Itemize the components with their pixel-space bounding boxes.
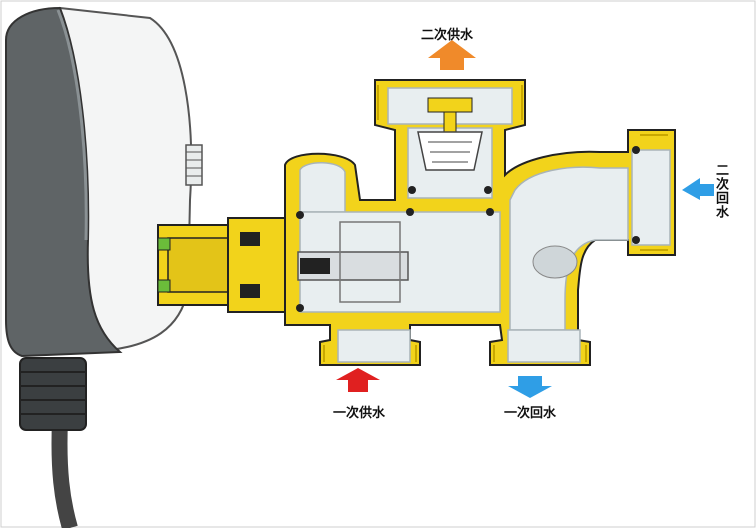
label-primary-return: 一次回水 (504, 406, 557, 421)
bypass-ball (532, 245, 578, 279)
actuator-coupling (157, 217, 299, 313)
valve-stem (297, 221, 409, 303)
up-arrow-icon (428, 40, 476, 70)
down-arrow-icon (508, 376, 552, 398)
actuator-knob (185, 144, 203, 186)
o-rings (296, 146, 640, 312)
up-arrow-icon-supply (336, 368, 380, 392)
cable-gland-icon (19, 357, 87, 431)
power-cable (51, 419, 78, 528)
check-valve-upper (417, 97, 483, 171)
label-secondary-supply: 二次供水 (421, 28, 474, 43)
label-secondary-return: 二次回水 (713, 163, 728, 219)
label-primary-supply: 一次供水 (333, 406, 386, 421)
left-arrow-icon (682, 178, 714, 200)
actuator-housing (5, 6, 123, 358)
thread-marks (323, 85, 668, 362)
